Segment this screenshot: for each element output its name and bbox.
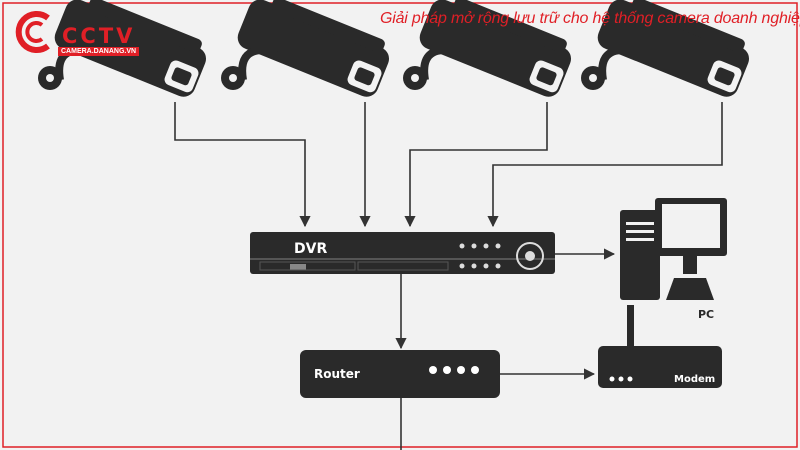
camera-4 (581, 0, 750, 97)
logo-mark-icon (15, 11, 50, 53)
pc-device (620, 198, 727, 300)
camera-3 (403, 0, 572, 97)
logo-subtext: CAMERA.DANANG.VN (58, 47, 140, 56)
router-device (300, 350, 500, 398)
router-label: Router (314, 367, 360, 381)
camera-3-link (404, 102, 548, 228)
camera-4-link (487, 102, 723, 228)
brand-logo: CCTV CAMERA.DANANG.VN (8, 10, 140, 56)
logo-text: CCTV (62, 24, 136, 48)
modem-label: Modem (674, 374, 715, 385)
camera-2 (221, 0, 390, 97)
dvr-device (250, 232, 555, 274)
dvr-label: DVR (294, 241, 327, 257)
modem-device (598, 305, 722, 388)
camera-1-link (174, 102, 311, 228)
pc-label: PC (698, 308, 714, 321)
headline: Giải pháp mở rộng lưu trữ cho hệ thống c… (380, 10, 800, 27)
